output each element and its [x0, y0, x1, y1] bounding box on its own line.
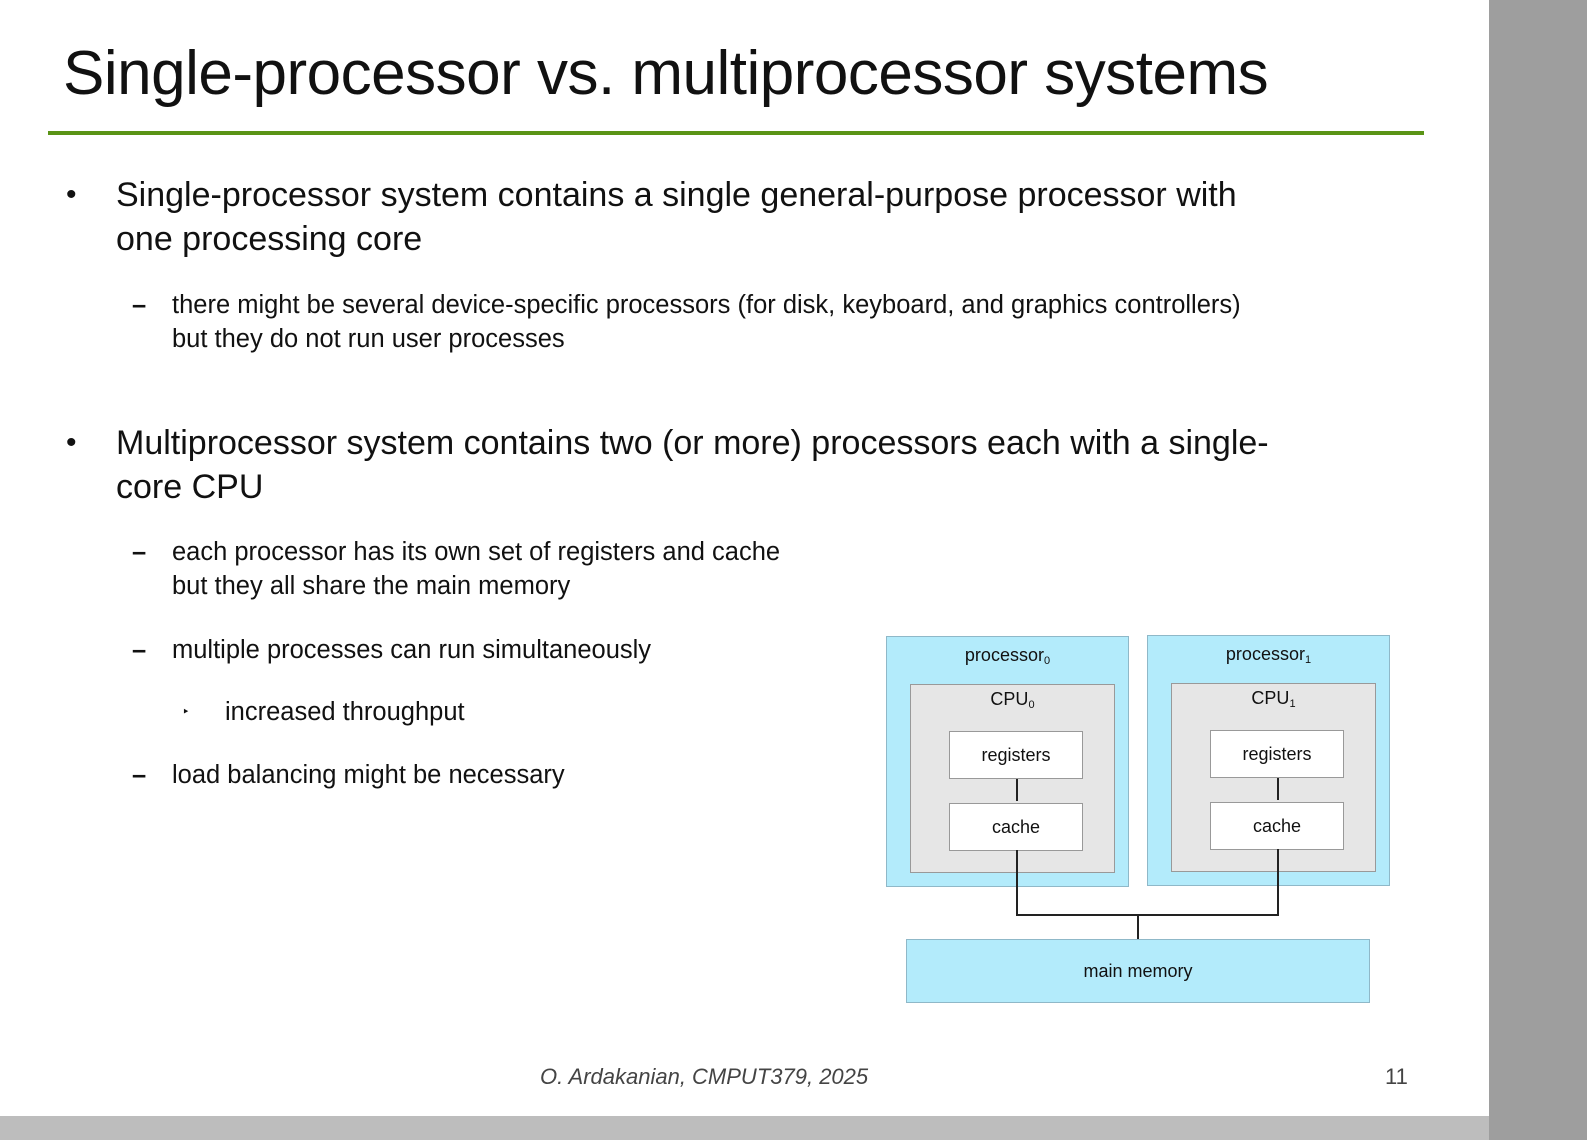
subbullet-device-processors: – there might be several device-specific…: [132, 288, 1432, 356]
processor1-box: processor1 CPU1 registers cache: [1147, 635, 1390, 886]
processor0-label: processor0: [964, 645, 1051, 667]
bus-memory-line: [1137, 914, 1139, 940]
page-number: 11: [1385, 1064, 1408, 1089]
subbullet-text-line2: but they all share the main memory: [172, 572, 571, 600]
processor0-box: processor0 CPU0 registers cache: [886, 636, 1129, 887]
dash-marker: –: [132, 761, 147, 789]
slide-title: Single-processor vs. multiprocessor syst…: [63, 39, 1269, 108]
bullet-multiprocessor: • Multiprocessor system contains two (or…: [66, 421, 1416, 509]
footer-credit: O. Ardakanian, CMPUT379, 2025: [540, 1064, 869, 1089]
cpu0-label: CPU0: [990, 689, 1035, 711]
bullet-single-processor: • Single-processor system contains a sin…: [66, 173, 1416, 261]
subsubbullet-throughput: ‣ increased throughput: [182, 695, 625, 729]
triangle-marker: ‣: [182, 704, 190, 719]
system-bus-line: [1016, 914, 1279, 916]
subbullet-load-balancing: – load balancing might be necessary: [132, 758, 772, 792]
subbullet-text-line1: each processor has its own set of regist…: [172, 538, 781, 566]
bullet-dot: •: [66, 426, 77, 459]
bullet-text-line2: core CPU: [116, 468, 264, 506]
cache1-bus-line: [1277, 849, 1279, 916]
bullet-text-line1: Multiprocessor system contains two (or m…: [116, 424, 1269, 462]
subbullet-text: multiple processes can run simultaneousl…: [172, 636, 652, 664]
dash-marker: –: [132, 636, 147, 664]
reg-cache-link-0: [1016, 779, 1018, 801]
registers1-box: registers: [1210, 730, 1344, 778]
cpu1-label: CPU1: [1251, 688, 1296, 710]
cache0-bus-line: [1016, 850, 1018, 916]
subbullet-text-line1: there might be several device-specific p…: [172, 291, 1241, 319]
processor1-label: processor1: [1225, 644, 1312, 666]
title-underline: [48, 131, 1424, 135]
main-memory-box: main memory: [906, 939, 1370, 1003]
reg-cache-link-1: [1277, 778, 1279, 800]
dash-marker: –: [132, 291, 147, 319]
bullet-text-line1: Single-processor system contains a singl…: [116, 176, 1237, 214]
subsubbullet-text: increased throughput: [225, 698, 465, 726]
registers0-box: registers: [949, 731, 1083, 779]
cache0-box: cache: [949, 803, 1083, 851]
cpu1-box: CPU1 registers cache: [1171, 683, 1376, 872]
subbullet-registers-cache: – each processor has its own set of regi…: [132, 535, 872, 603]
subbullet-text: load balancing might be necessary: [172, 761, 565, 789]
dash-marker: –: [132, 538, 147, 566]
bullet-dot: •: [66, 178, 77, 211]
bullet-text-line2: one processing core: [116, 220, 423, 258]
horizontal-scroll-area: [0, 1116, 1489, 1140]
slide: Single-processor vs. multiprocessor syst…: [0, 0, 1489, 1116]
cpu0-box: CPU0 registers cache: [910, 684, 1115, 873]
subbullet-text-line2: but they do not run user processes: [172, 325, 565, 353]
cache1-box: cache: [1210, 802, 1344, 850]
subbullet-simultaneous: – multiple processes can run simultaneou…: [132, 633, 812, 667]
